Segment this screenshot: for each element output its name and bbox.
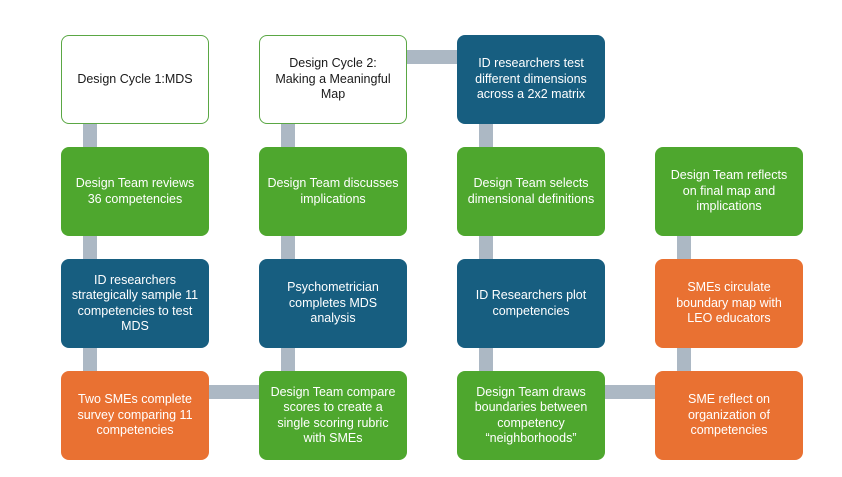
box-text: Two SMEs complete survey comparing 11 co… — [77, 392, 193, 438]
step-box: Design Team selects dimensional definiti… — [457, 147, 605, 236]
box-text: Design Team draws boundaries between com… — [474, 384, 588, 446]
connector — [479, 348, 493, 371]
box-text: Psychometrician completes MDS analysis — [287, 280, 379, 326]
box-text: Design Team discusses implications — [267, 176, 399, 206]
connector — [281, 348, 295, 371]
step-box: Design Team draws boundaries between com… — [457, 371, 605, 460]
box-text: ID researchers strategically sample 11 c… — [71, 272, 199, 334]
step-box: ID Researchers plot competencies — [457, 259, 605, 348]
step-box: Two SMEs complete survey comparing 11 co… — [61, 371, 209, 460]
box-text: ID Researchers plot competencies — [475, 288, 587, 318]
connector — [479, 124, 493, 147]
box-text: SMEs circulate boundary map with LEO edu… — [676, 280, 782, 326]
step-box: SME reflect on organization of competenc… — [655, 371, 803, 460]
box-text: SME reflect on organization of competenc… — [687, 392, 770, 438]
connector — [281, 124, 295, 147]
box-text: Design Cycle 2: Making a Meaningful Map — [275, 56, 391, 102]
box-text: Design Team reviews 36 competencies — [75, 176, 195, 206]
box-text: ID researchers test different dimensions… — [475, 56, 587, 102]
box-text: Design Cycle 1:MDS — [77, 71, 193, 86]
connector — [605, 385, 655, 399]
connector — [479, 236, 493, 259]
step-box: Psychometrician completes MDS analysis — [259, 259, 407, 348]
design-cycle-2-header: Design Cycle 2: Making a Meaningful Map — [259, 35, 407, 124]
step-box: Design Team compare scores to create a s… — [259, 371, 407, 460]
step-box: Design Team discusses implications — [259, 147, 407, 236]
connector — [83, 348, 97, 371]
box-text: Design Team compare scores to create a s… — [270, 384, 396, 446]
box-text: Design Team reflects on final map and im… — [670, 168, 788, 214]
step-box: ID researchers test different dimensions… — [457, 35, 605, 124]
connector — [83, 124, 97, 147]
connector — [209, 385, 259, 399]
connector — [407, 50, 457, 64]
step-box: Design Team reflects on final map and im… — [655, 147, 803, 236]
connector — [677, 236, 691, 259]
step-box: ID researchers strategically sample 11 c… — [61, 259, 209, 348]
connector — [677, 348, 691, 371]
box-text: Design Team selects dimensional definiti… — [467, 176, 595, 206]
design-cycle-1-header: Design Cycle 1:MDS — [61, 35, 209, 124]
connector — [281, 236, 295, 259]
connector — [83, 236, 97, 259]
step-box: Design Team reviews 36 competencies — [61, 147, 209, 236]
step-box: SMEs circulate boundary map with LEO edu… — [655, 259, 803, 348]
